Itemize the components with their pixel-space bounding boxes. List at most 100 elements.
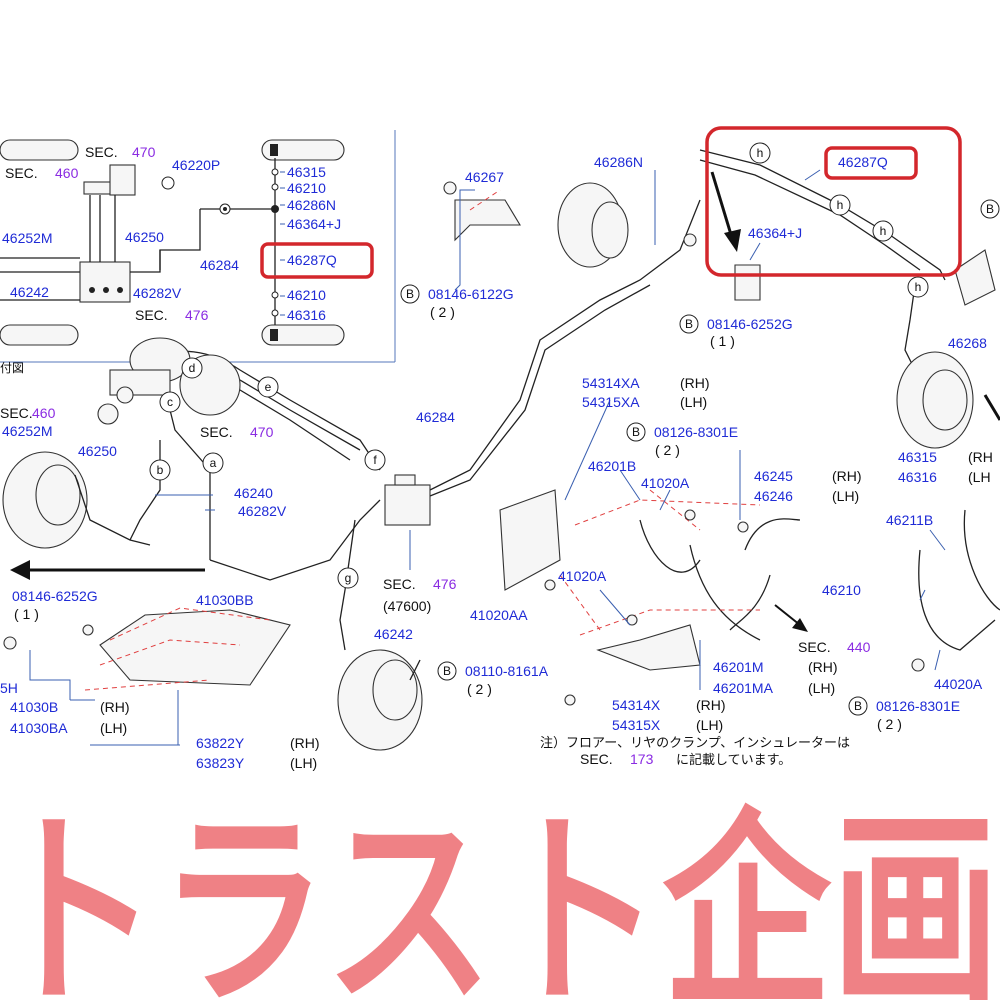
highlight-box-46287Q-left (260, 242, 374, 279)
part-number-highlighted: 46287Q (838, 154, 888, 170)
sec-label: SEC. (5, 165, 38, 181)
part-number: 41030BA (10, 720, 68, 736)
pipe-letter: b (157, 463, 164, 477)
brake-pipe-route (129, 149, 946, 651)
b-marker-text: B (854, 699, 862, 713)
part-number: 54314XA (582, 375, 640, 391)
quantity: ( 1 ) (14, 606, 39, 622)
part-number: 41030BB (196, 592, 254, 608)
part-number: 46282V (238, 503, 287, 519)
part-number: 46286N (287, 197, 336, 213)
pipe-letter-markers: h h h h d e c f b a g (149, 142, 929, 589)
direction-arrows (10, 171, 1000, 632)
side-label: (LH) (832, 488, 859, 504)
side-label: (LH) (100, 720, 127, 736)
part-number: 46364+J (287, 216, 341, 232)
floor-insulator (84, 607, 291, 691)
part-number: 46240 (234, 485, 273, 501)
sec-label: SEC. (135, 307, 168, 323)
b-marker-icon (848, 696, 868, 716)
sec-label: SEC. (200, 424, 233, 440)
part-number: 08146-6122G (428, 286, 514, 302)
part-number: 46315 (287, 164, 326, 180)
side-label: (LH) (680, 394, 707, 410)
pipe-letter: g (345, 571, 352, 585)
highlight-box-46287Q-right (824, 146, 918, 180)
side-label: (RH (968, 449, 993, 465)
pipe-letter: h (915, 280, 922, 294)
inset-rails (0, 139, 345, 346)
part-number: 46284 (416, 409, 455, 425)
part-number: 08126-8301E (654, 424, 738, 440)
pipe-letter: e (265, 380, 272, 394)
part-number: 46242 (10, 284, 49, 300)
sec-label: SEC. (85, 144, 118, 160)
side-label: (LH) (290, 755, 317, 771)
part-number: 44020A (934, 676, 983, 692)
side-label: (RH) (290, 735, 320, 751)
part-number: 46316 (898, 469, 937, 485)
right-hoses (918, 249, 1000, 651)
part-number: 08146-6252G (12, 588, 98, 604)
sec-number: 476 (433, 576, 457, 592)
b-marker-text: B (685, 317, 693, 331)
middle-hoses (499, 489, 801, 671)
sec-label: SEC. (0, 405, 33, 421)
sec-number: 460 (32, 405, 56, 421)
sec-label: SEC. (798, 639, 831, 655)
b-marker-text: B (443, 664, 451, 678)
part-number: 46220P (172, 157, 220, 173)
part-number: 46268 (948, 335, 987, 351)
sec-number: 470 (132, 144, 156, 160)
part-number: 41020AA (470, 607, 528, 623)
quantity: ( 1 ) (710, 333, 735, 349)
side-label: (RH) (680, 375, 710, 391)
quantity: ( 2 ) (655, 442, 680, 458)
part-number: 46250 (78, 443, 117, 459)
part-labels: SEC. 470 SEC. 460 46220P 46315 46210 462… (0, 144, 1000, 771)
leader-lines (29, 169, 946, 746)
side-label: (LH (968, 469, 991, 485)
part-number: 08146-6252G (707, 316, 793, 332)
brake-assemblies (2, 182, 974, 751)
sec-number: 470 (250, 424, 274, 440)
bracket-46267 (443, 181, 521, 242)
part-number: 46364+J (748, 225, 802, 241)
part-number-highlighted: 46287Q (287, 252, 337, 268)
part-number: 41020A (641, 475, 690, 491)
side-label: (LH) (696, 717, 723, 733)
part-number: 5H (0, 680, 18, 696)
part-number: 63822Y (196, 735, 245, 751)
pipe-letter: a (210, 456, 217, 470)
side-label: (LH) (808, 680, 835, 696)
hydraulic-unit (384, 474, 431, 526)
b-marker-text: B (986, 202, 994, 216)
quantity: ( 2 ) (430, 304, 455, 320)
part-number: 46315 (898, 449, 937, 465)
footnote-sec-number: 173 (630, 751, 654, 767)
pipe-letter: f (373, 453, 377, 467)
side-label: (RH) (696, 697, 726, 713)
part-number: 41020A (558, 568, 607, 584)
pipe-letter: h (880, 224, 887, 238)
part-number: 54315X (612, 717, 661, 733)
part-number: 46267 (465, 169, 504, 185)
quantity: ( 2 ) (877, 716, 902, 732)
part-number: 08110-8161A (465, 663, 549, 679)
part-number: 54315XA (582, 394, 640, 410)
sec-number: 460 (55, 165, 79, 181)
highlight-box-pipe-route (705, 126, 962, 277)
pipe-letter: c (167, 395, 173, 409)
part-number: 46282V (133, 285, 182, 301)
sec-label: SEC. (383, 576, 416, 592)
part-number: 46250 (125, 229, 164, 245)
sec-number: 440 (847, 639, 871, 655)
watermark: トラスト企画 (0, 790, 1000, 1000)
part-number: 46252M (2, 423, 53, 439)
side-label: (RH) (808, 659, 838, 675)
side-label: (RH) (100, 699, 130, 715)
part-number: 46316 (287, 307, 326, 323)
part-ref: (47600) (383, 598, 431, 614)
